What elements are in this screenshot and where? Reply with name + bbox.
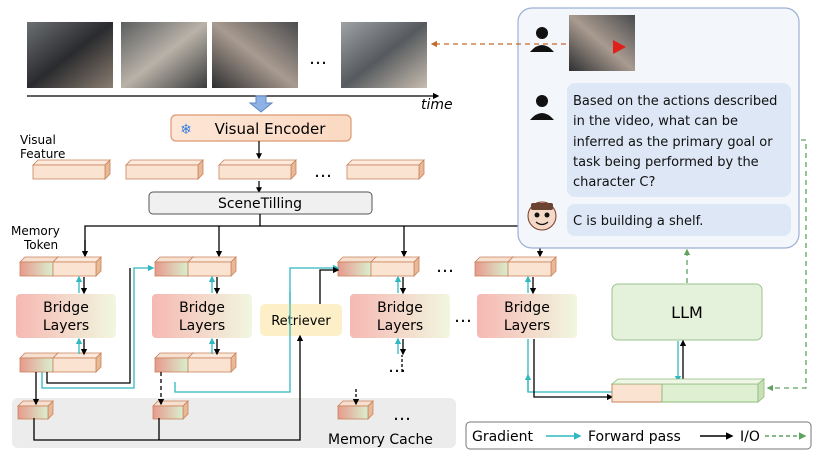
time-label: time [421, 97, 453, 113]
user-icon [530, 27, 554, 52]
token-input-4-feature [507, 256, 557, 277]
answer-text: C is building a shelf. [573, 214, 703, 229]
token-output-2-feature [187, 352, 237, 373]
video-frames: … [27, 22, 427, 88]
token-input-1-feature [52, 256, 102, 277]
retriever-box [260, 304, 342, 336]
bridge-connectors [75, 275, 537, 356]
retriever-label: Retriever [271, 314, 331, 329]
bridge-label-line1: Bridge [377, 300, 423, 316]
tokens-row-ellipsis: … [436, 256, 454, 277]
memory-tokens [17, 256, 557, 420]
cache-ellipsis: … [393, 404, 411, 425]
bridge-label-line1: Bridge [504, 300, 550, 316]
feature-ellipsis: … [314, 161, 332, 182]
video-frame [341, 22, 427, 88]
visual-feature-label-1: Visual [20, 133, 56, 147]
col3-ellipsis: … [388, 356, 406, 377]
token-input-4-memory [474, 256, 514, 277]
legend-box [465, 421, 812, 450]
bridge-ellipsis: … [454, 306, 472, 327]
down-arrow-icon [248, 95, 274, 113]
memory-cache-label: Memory Cache [328, 432, 433, 448]
play-icon [613, 40, 626, 54]
flow-paths [32, 264, 614, 441]
video-frame [121, 22, 207, 88]
token-input-2-memory [154, 256, 194, 277]
token-output-1-memory [19, 352, 59, 373]
token-output-1-feature [52, 352, 102, 373]
question-bubble [567, 83, 791, 197]
visual-feature-token [32, 159, 111, 180]
question-text: Based on the actions described in the vi… [573, 94, 782, 190]
bridge-label-line2: Layers [179, 318, 225, 334]
video-frame [27, 22, 113, 88]
legend-io-label: I/O [740, 429, 760, 445]
user-icon [530, 95, 554, 120]
memory-token-label-1: Memory [11, 224, 60, 238]
bridge-layers-3: Bridge Layers [350, 294, 450, 338]
cache-token [152, 400, 189, 420]
llm-label: LLM [671, 303, 703, 322]
visual-feature-token [218, 159, 297, 180]
token-input-3-feature [370, 256, 420, 277]
answer-bubble [567, 204, 791, 236]
bridge-label-line1: Bridge [179, 300, 225, 316]
frames-ellipsis: … [309, 48, 327, 69]
visual-feature-tokens [32, 159, 425, 180]
legend-gradient-label: Gradient [472, 429, 533, 445]
assistant-avatar [527, 201, 557, 231]
legend-forward-label: Forward pass [588, 429, 681, 445]
token-input-2-feature [187, 256, 237, 277]
token-input-1-memory [19, 256, 59, 277]
memory-token-label-2: Token [23, 238, 58, 252]
bridge-layers-1: Bridge Layers [16, 294, 116, 338]
bridge-label-line2: Layers [43, 318, 89, 334]
visual-encoder-label: Visual Encoder [215, 120, 327, 138]
bridge-label-line1: Bridge [43, 300, 89, 316]
bridge-layers-4: Bridge Layers [477, 294, 577, 338]
token-input-3-memory [337, 256, 377, 277]
token-output-2-memory [154, 352, 194, 373]
distribution-line [84, 225, 540, 256]
cache-token [337, 400, 374, 420]
snowflake-icon: ❄ [180, 122, 192, 138]
bridge-label-line2: Layers [377, 318, 423, 334]
bridge-label-line2: Layers [504, 318, 550, 334]
llm-input-token [610, 378, 766, 403]
question-to-llm-io [766, 139, 807, 392]
chat-video-thumbnail [569, 15, 635, 71]
video-frame [212, 22, 298, 88]
visual-feature-label-2: Feature [20, 147, 65, 161]
llm-box [611, 283, 763, 341]
visual-encoder-box [170, 114, 352, 142]
bridge-layers-2: Bridge Layers [152, 294, 252, 338]
scene-tilling-label: SceneTilling [218, 196, 302, 212]
visual-feature-token [346, 159, 425, 180]
visual-feature-token [125, 159, 204, 180]
